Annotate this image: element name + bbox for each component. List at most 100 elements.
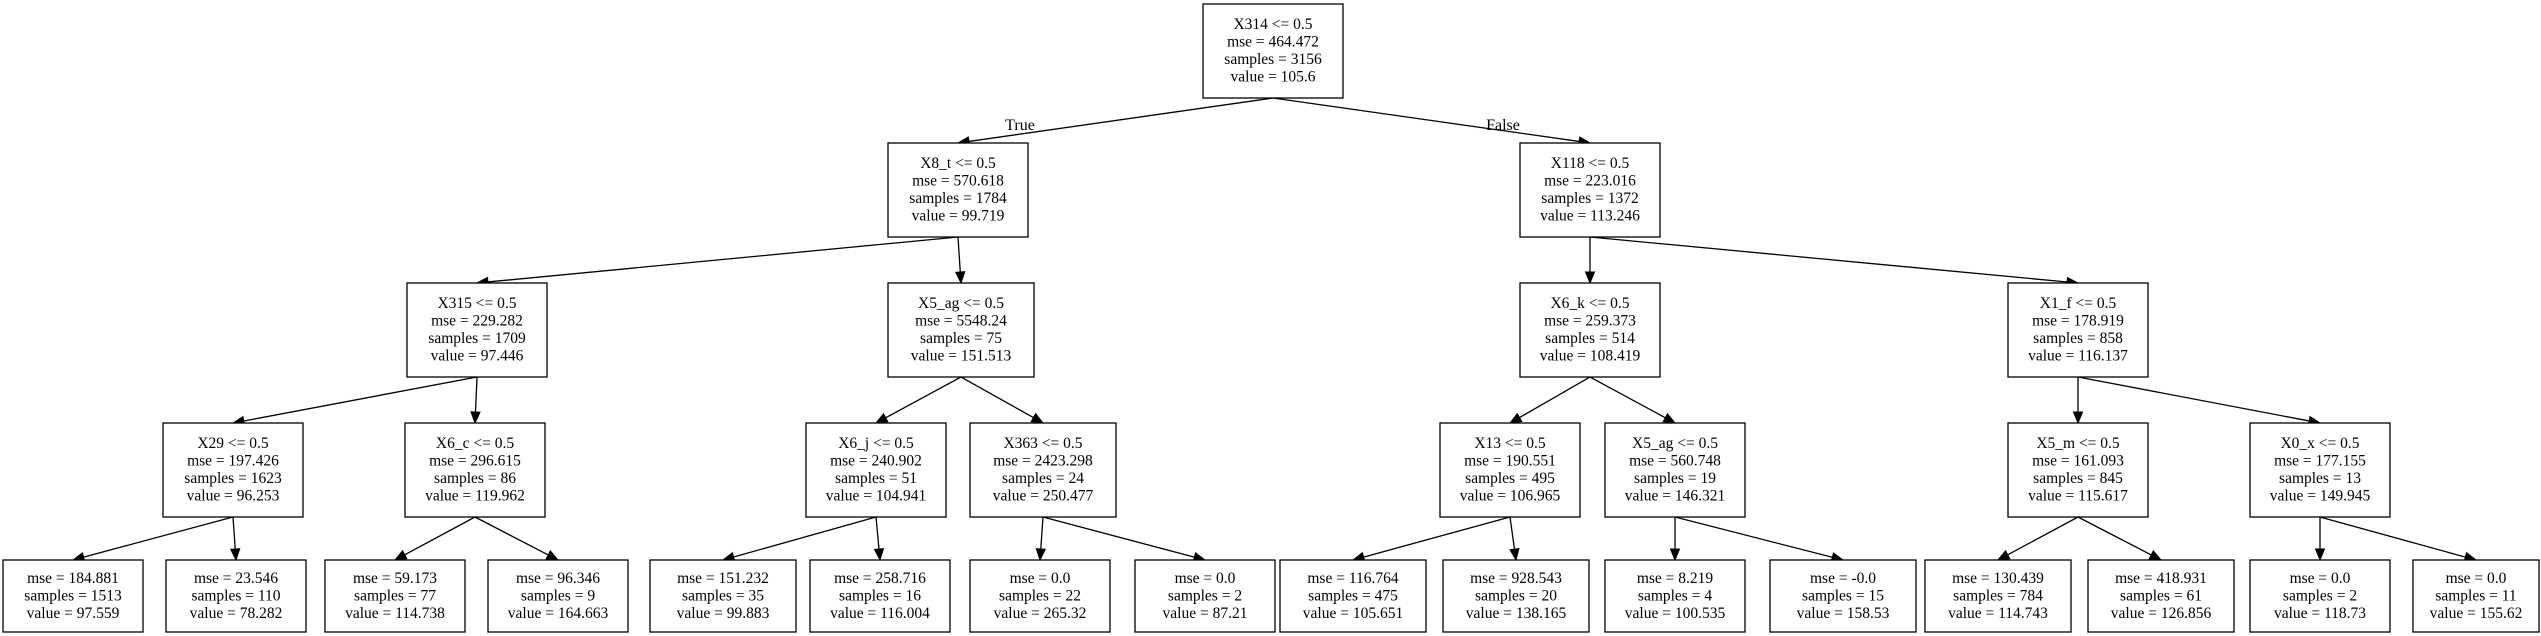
node-stat-line: mse = 223.016 bbox=[1544, 173, 1636, 190]
arrowhead bbox=[545, 550, 560, 561]
edge-label: False bbox=[1486, 117, 1520, 134]
tree-edge bbox=[1669, 517, 1681, 562]
node-split-condition: X363 <= 0.5 bbox=[1003, 435, 1082, 452]
node-stat-line: samples = 61 bbox=[2120, 587, 2202, 604]
edge-line bbox=[404, 516, 476, 556]
node-stat-line: value = 158.53 bbox=[1797, 605, 1890, 622]
tree-edge bbox=[470, 376, 481, 425]
tree-edge bbox=[874, 376, 962, 424]
node-stat-line: value = 119.962 bbox=[425, 488, 525, 505]
node-split-condition: X6_c <= 0.5 bbox=[436, 435, 514, 452]
edge-line bbox=[960, 376, 1034, 419]
tree-node-box bbox=[1924, 559, 2072, 633]
edge-line bbox=[1589, 236, 2068, 283]
node-stat-line: value = 99.719 bbox=[912, 208, 1005, 225]
node-stat-line: value = 155.62 bbox=[2430, 605, 2523, 622]
node-split-condition: X8_t <= 0.5 bbox=[920, 155, 996, 172]
node-stat-line: mse = 2423.298 bbox=[993, 453, 1093, 470]
tree-node-box bbox=[162, 422, 304, 518]
arrowhead bbox=[1035, 548, 1047, 562]
arrowhead bbox=[955, 271, 966, 285]
node-split-condition: X315 <= 0.5 bbox=[437, 295, 516, 312]
edge-line bbox=[1272, 97, 1580, 143]
node-stat-line: mse = 96.346 bbox=[516, 570, 600, 587]
node-stat-line: samples = 51 bbox=[835, 470, 917, 487]
node-stat-line: value = 104.941 bbox=[826, 488, 926, 505]
tree-edge bbox=[2077, 516, 2163, 561]
node-stat-line: samples = 22 bbox=[999, 587, 1081, 604]
node-stat-line: mse = 418.931 bbox=[2115, 570, 2207, 587]
tree-node-box bbox=[406, 282, 548, 378]
tree-edge bbox=[393, 516, 476, 561]
tree-node-box bbox=[324, 559, 466, 633]
node-split-condition: X5_ag <= 0.5 bbox=[918, 295, 1004, 312]
arrowhead bbox=[393, 549, 408, 561]
node-stat-line: value = 113.246 bbox=[1540, 208, 1640, 225]
tree-node-box bbox=[1519, 142, 1661, 238]
node-stat-line: samples = 845 bbox=[2033, 470, 2123, 487]
tree-edge bbox=[71, 516, 234, 563]
arrowhead bbox=[1996, 549, 2011, 561]
node-stat-line: mse = 116.764 bbox=[1307, 570, 1399, 587]
node-stat-line: value = 115.617 bbox=[2028, 488, 2128, 505]
edge-line bbox=[1363, 516, 1511, 558]
node-stat-line: value = 114.743 bbox=[1948, 605, 2048, 622]
node-stat-line: mse = 0.0 bbox=[1010, 570, 1071, 587]
tree-node-box bbox=[1134, 559, 1276, 633]
node-split-condition: X118 <= 0.5 bbox=[1551, 155, 1630, 172]
node-stat-line: value = 151.513 bbox=[911, 348, 1012, 365]
tree-edge: False bbox=[1272, 97, 1592, 147]
node-stat-line: value = 126.856 bbox=[2111, 605, 2212, 622]
node-split-condition: X13 <= 0.5 bbox=[1474, 435, 1546, 452]
edge-line bbox=[2077, 516, 2152, 556]
node-stat-line: samples = 475 bbox=[1308, 587, 1398, 604]
edge-line bbox=[1674, 516, 1833, 558]
tree-node-box bbox=[1202, 3, 1344, 99]
node-stat-line: mse = 928.543 bbox=[1470, 570, 1562, 587]
node-stat-line: mse = 0.0 bbox=[2290, 570, 2351, 587]
tree-edge bbox=[721, 516, 877, 562]
edge-line bbox=[1589, 376, 1666, 419]
tree-node-box bbox=[805, 422, 947, 518]
edge-line bbox=[885, 376, 962, 419]
tree-node-box bbox=[887, 282, 1035, 378]
node-stat-line: value = 87.21 bbox=[1163, 605, 1248, 622]
arrowhead bbox=[873, 548, 885, 562]
tree-edge bbox=[1589, 236, 2080, 288]
node-stat-line: value = 116.137 bbox=[2028, 348, 2128, 365]
node-stat-line: value = 108.419 bbox=[1540, 348, 1641, 365]
node-stat-line: value = 149.945 bbox=[2270, 488, 2371, 505]
arrowhead bbox=[2148, 550, 2163, 561]
edge-line bbox=[474, 516, 549, 556]
node-stat-line: mse = 177.155 bbox=[2274, 453, 2366, 470]
tree-node-box bbox=[2249, 422, 2391, 518]
node-stat-line: mse = 0.0 bbox=[2446, 570, 2507, 587]
node-stat-line: samples = 20 bbox=[1475, 587, 1557, 604]
node-stat-line: value = 250.477 bbox=[993, 488, 1094, 505]
node-stat-line: value = 164.663 bbox=[508, 605, 609, 622]
node-stat-line: samples = 77 bbox=[354, 587, 436, 604]
arrowhead bbox=[470, 411, 481, 425]
node-split-condition: X5_ag <= 0.5 bbox=[1632, 435, 1718, 452]
node-stat-line: mse = 190.551 bbox=[1464, 453, 1556, 470]
node-stat-line: samples = 1372 bbox=[1541, 190, 1638, 207]
tree-edge bbox=[1508, 376, 1591, 424]
node-stat-line: samples = 16 bbox=[839, 587, 921, 604]
node-stat-line: samples = 3156 bbox=[1224, 51, 1322, 68]
tree-edge: True bbox=[956, 97, 1274, 147]
tree-node-box bbox=[1519, 282, 1661, 378]
node-stat-line: mse = 464.472 bbox=[1227, 34, 1319, 51]
node-stat-line: samples = 75 bbox=[920, 330, 1002, 347]
